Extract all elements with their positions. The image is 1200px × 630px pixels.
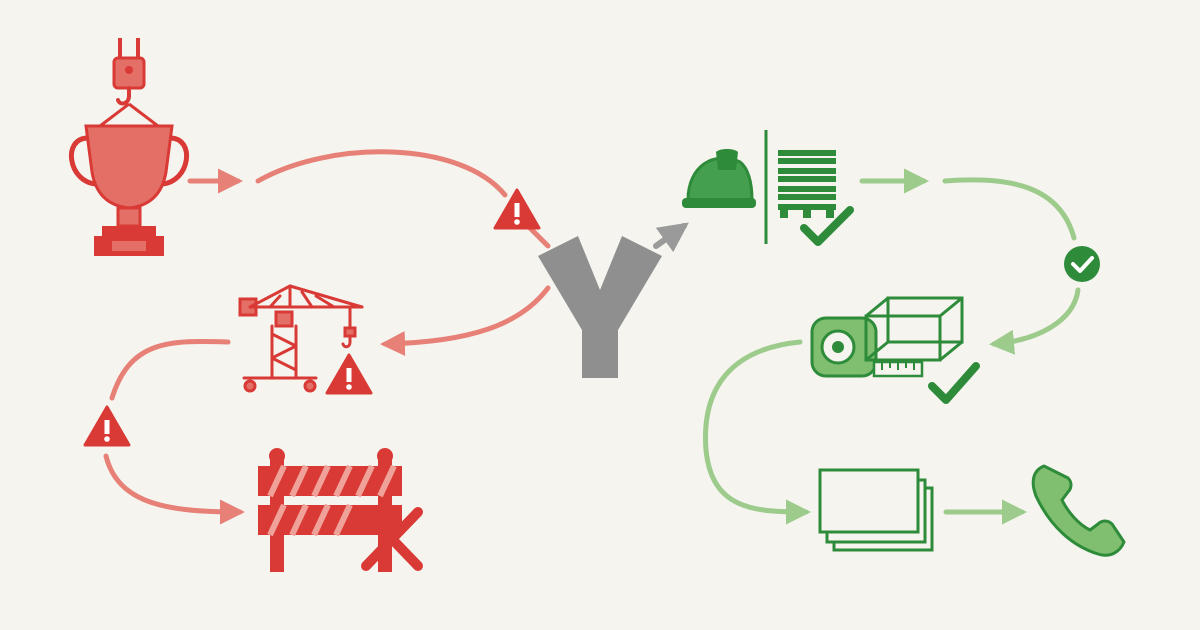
flow-arrow	[380, 285, 551, 357]
checkmark-icon	[928, 362, 980, 404]
tower-crane-icon	[238, 284, 364, 393]
warning-triangle-icon	[493, 188, 541, 230]
barricade-icon	[258, 448, 402, 572]
flow-arrow	[653, 222, 689, 253]
flow-arrow	[989, 287, 1081, 355]
tape-measure-icon	[810, 316, 924, 378]
warning-triangle-icon	[83, 405, 131, 447]
y-junction-icon	[538, 222, 689, 378]
x-mark-icon	[361, 507, 423, 571]
checkmark-icon	[1064, 246, 1100, 282]
flow-arrow	[702, 339, 811, 525]
flow-connector	[942, 177, 1077, 241]
pallet-stack-icon	[778, 150, 836, 218]
flow-connector	[109, 338, 231, 401]
document-stack-icon	[818, 468, 934, 552]
warning-triangle-icon	[325, 353, 373, 395]
risk-path	[103, 149, 551, 525]
checkmark-icon	[800, 206, 854, 246]
wireframe-box-icon	[864, 296, 964, 362]
flow-connector	[255, 149, 508, 198]
safe-path	[702, 168, 1081, 525]
hard-hat-icon	[682, 149, 756, 208]
phone-icon	[1031, 464, 1126, 557]
trophy-on-crane-hook-icon	[69, 38, 189, 256]
flow-connector	[527, 225, 551, 249]
flow-arrow	[103, 453, 245, 525]
